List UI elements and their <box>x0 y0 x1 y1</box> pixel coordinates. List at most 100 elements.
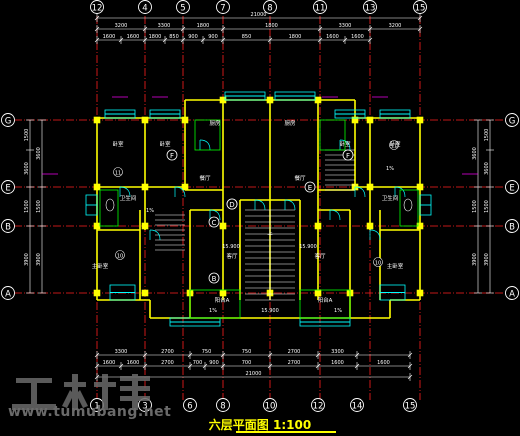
dimension-slash <box>317 26 323 32</box>
watermark-url: www.tumubang.net <box>8 404 172 420</box>
dimension-text: 900 <box>208 34 218 40</box>
axis-bubble-label: B <box>5 223 11 233</box>
axis-bubble <box>313 0 327 14</box>
door-swing <box>149 229 161 241</box>
axis-bubble <box>90 0 104 14</box>
door-swing <box>369 229 381 241</box>
axis-bubble <box>403 398 417 412</box>
structural-column <box>141 116 149 124</box>
dimension-text: 21000 <box>251 12 267 18</box>
dimension-text: 900 <box>188 34 198 40</box>
dimension-slash <box>187 363 193 369</box>
dimension-slash <box>162 37 168 43</box>
dimension-slash <box>94 37 100 43</box>
dimension-text: 750 <box>202 349 212 355</box>
dimension-slash <box>367 26 373 32</box>
dimension-text: 3300 <box>158 23 171 29</box>
dimension-slash <box>417 26 423 32</box>
axis-bubble-label: 13 <box>365 4 376 14</box>
dimension-text: 850 <box>169 34 179 40</box>
dimension-slash <box>317 37 323 43</box>
dimension-text: 3300 <box>115 349 128 355</box>
door-swing <box>209 209 221 221</box>
inner-axis-bubble <box>208 272 220 284</box>
dimension-text: 1600 <box>326 34 339 40</box>
axis-bubble <box>505 113 519 127</box>
axis-bubble-label: 11 <box>315 4 326 14</box>
door-swing <box>354 186 366 198</box>
door-swing <box>119 186 131 198</box>
dimension-slash <box>200 37 206 43</box>
inner-axis-bubble <box>226 198 238 210</box>
slope-label: 1% <box>386 166 394 172</box>
dimension-text: 1500 <box>24 200 30 213</box>
structural-column <box>351 116 359 124</box>
room-label: 上 <box>267 229 273 237</box>
dimension-text: 2700 <box>288 349 301 355</box>
dimension-slash <box>354 352 360 358</box>
axis-bubble-label: E <box>509 184 514 194</box>
room-label: 卫生间 <box>120 194 137 202</box>
dimension-text: 3900 <box>24 253 30 266</box>
inner-axis-bubble-label: F <box>170 152 174 160</box>
axis-bubble-label: 5 <box>180 4 185 14</box>
dimension-text: 1600 <box>377 360 390 366</box>
detail-bubble <box>373 257 383 267</box>
axis-bubble <box>1 219 15 233</box>
axis-bubble-label: G <box>5 117 12 127</box>
dimension-slash <box>118 363 124 369</box>
drawing-title-block: 六层平面图 1:100 <box>0 414 520 433</box>
axis-bubble-label: 7 <box>220 4 225 14</box>
axis-bubble <box>413 0 427 14</box>
dimension-slash <box>94 26 100 32</box>
structural-column <box>219 289 227 297</box>
axis-bubble-label: 4 <box>142 4 147 14</box>
detail-bubble-label: 11 <box>391 144 397 150</box>
axis-bubbles: 124578111315136810121415GEBAGEBAFEDCBDF1… <box>1 0 519 412</box>
axis-bubble-label: 3 <box>142 402 147 412</box>
kitchen-counter <box>319 119 346 151</box>
dimension-slash <box>142 26 148 32</box>
room-label: 阳台A <box>318 296 333 304</box>
detail-bubble-label: 10 <box>375 261 381 267</box>
dimension-text: 2700 <box>161 360 174 366</box>
room-label: 客厅 <box>314 252 326 260</box>
axis-bubble-label: B <box>509 223 515 233</box>
dimension-slash <box>407 352 413 358</box>
dimension-text: 1600 <box>127 360 140 366</box>
structural-column <box>141 183 149 191</box>
tumubang-logo <box>12 374 150 410</box>
dimension-text: 1500 <box>36 200 42 213</box>
walls <box>93 96 424 319</box>
dimension-text: 3600 <box>36 147 42 160</box>
structural-column <box>314 289 322 297</box>
dimension-text: 3900 <box>36 253 42 266</box>
bathroom-fixture <box>399 189 419 227</box>
slope-label: 1% <box>209 308 217 314</box>
axis-bubble <box>350 398 364 412</box>
structural-column <box>181 183 189 191</box>
inner-axis-bubble-label: C <box>212 219 217 227</box>
axis-bubble-label: 14 <box>352 402 363 412</box>
structural-column <box>416 116 424 124</box>
structural-column <box>266 96 274 104</box>
structural-column <box>93 116 101 124</box>
dimension-slash <box>417 15 423 21</box>
detail-bubble-label: 10 <box>117 254 123 260</box>
dimension-slash <box>142 352 148 358</box>
room-label: 客厅 <box>226 252 238 260</box>
dimension-text: 1800 <box>289 34 302 40</box>
dimension-text: 3200 <box>115 23 128 29</box>
axis-bubble-label: 15 <box>415 4 426 14</box>
axis-bubble-label: 12 <box>92 4 103 14</box>
dimension-text: 3600 <box>484 162 490 175</box>
structural-column <box>219 222 227 230</box>
room-label: 厨房 <box>209 119 221 127</box>
dimension-slash <box>202 363 208 369</box>
room-label: 餐厅 <box>199 174 211 182</box>
axis-bubble-label: 10 <box>265 402 276 412</box>
dimension-slash <box>94 374 100 380</box>
drawing-title: 六层平面图 1:100 <box>208 418 312 432</box>
room-label: 卫生间 <box>382 194 399 202</box>
